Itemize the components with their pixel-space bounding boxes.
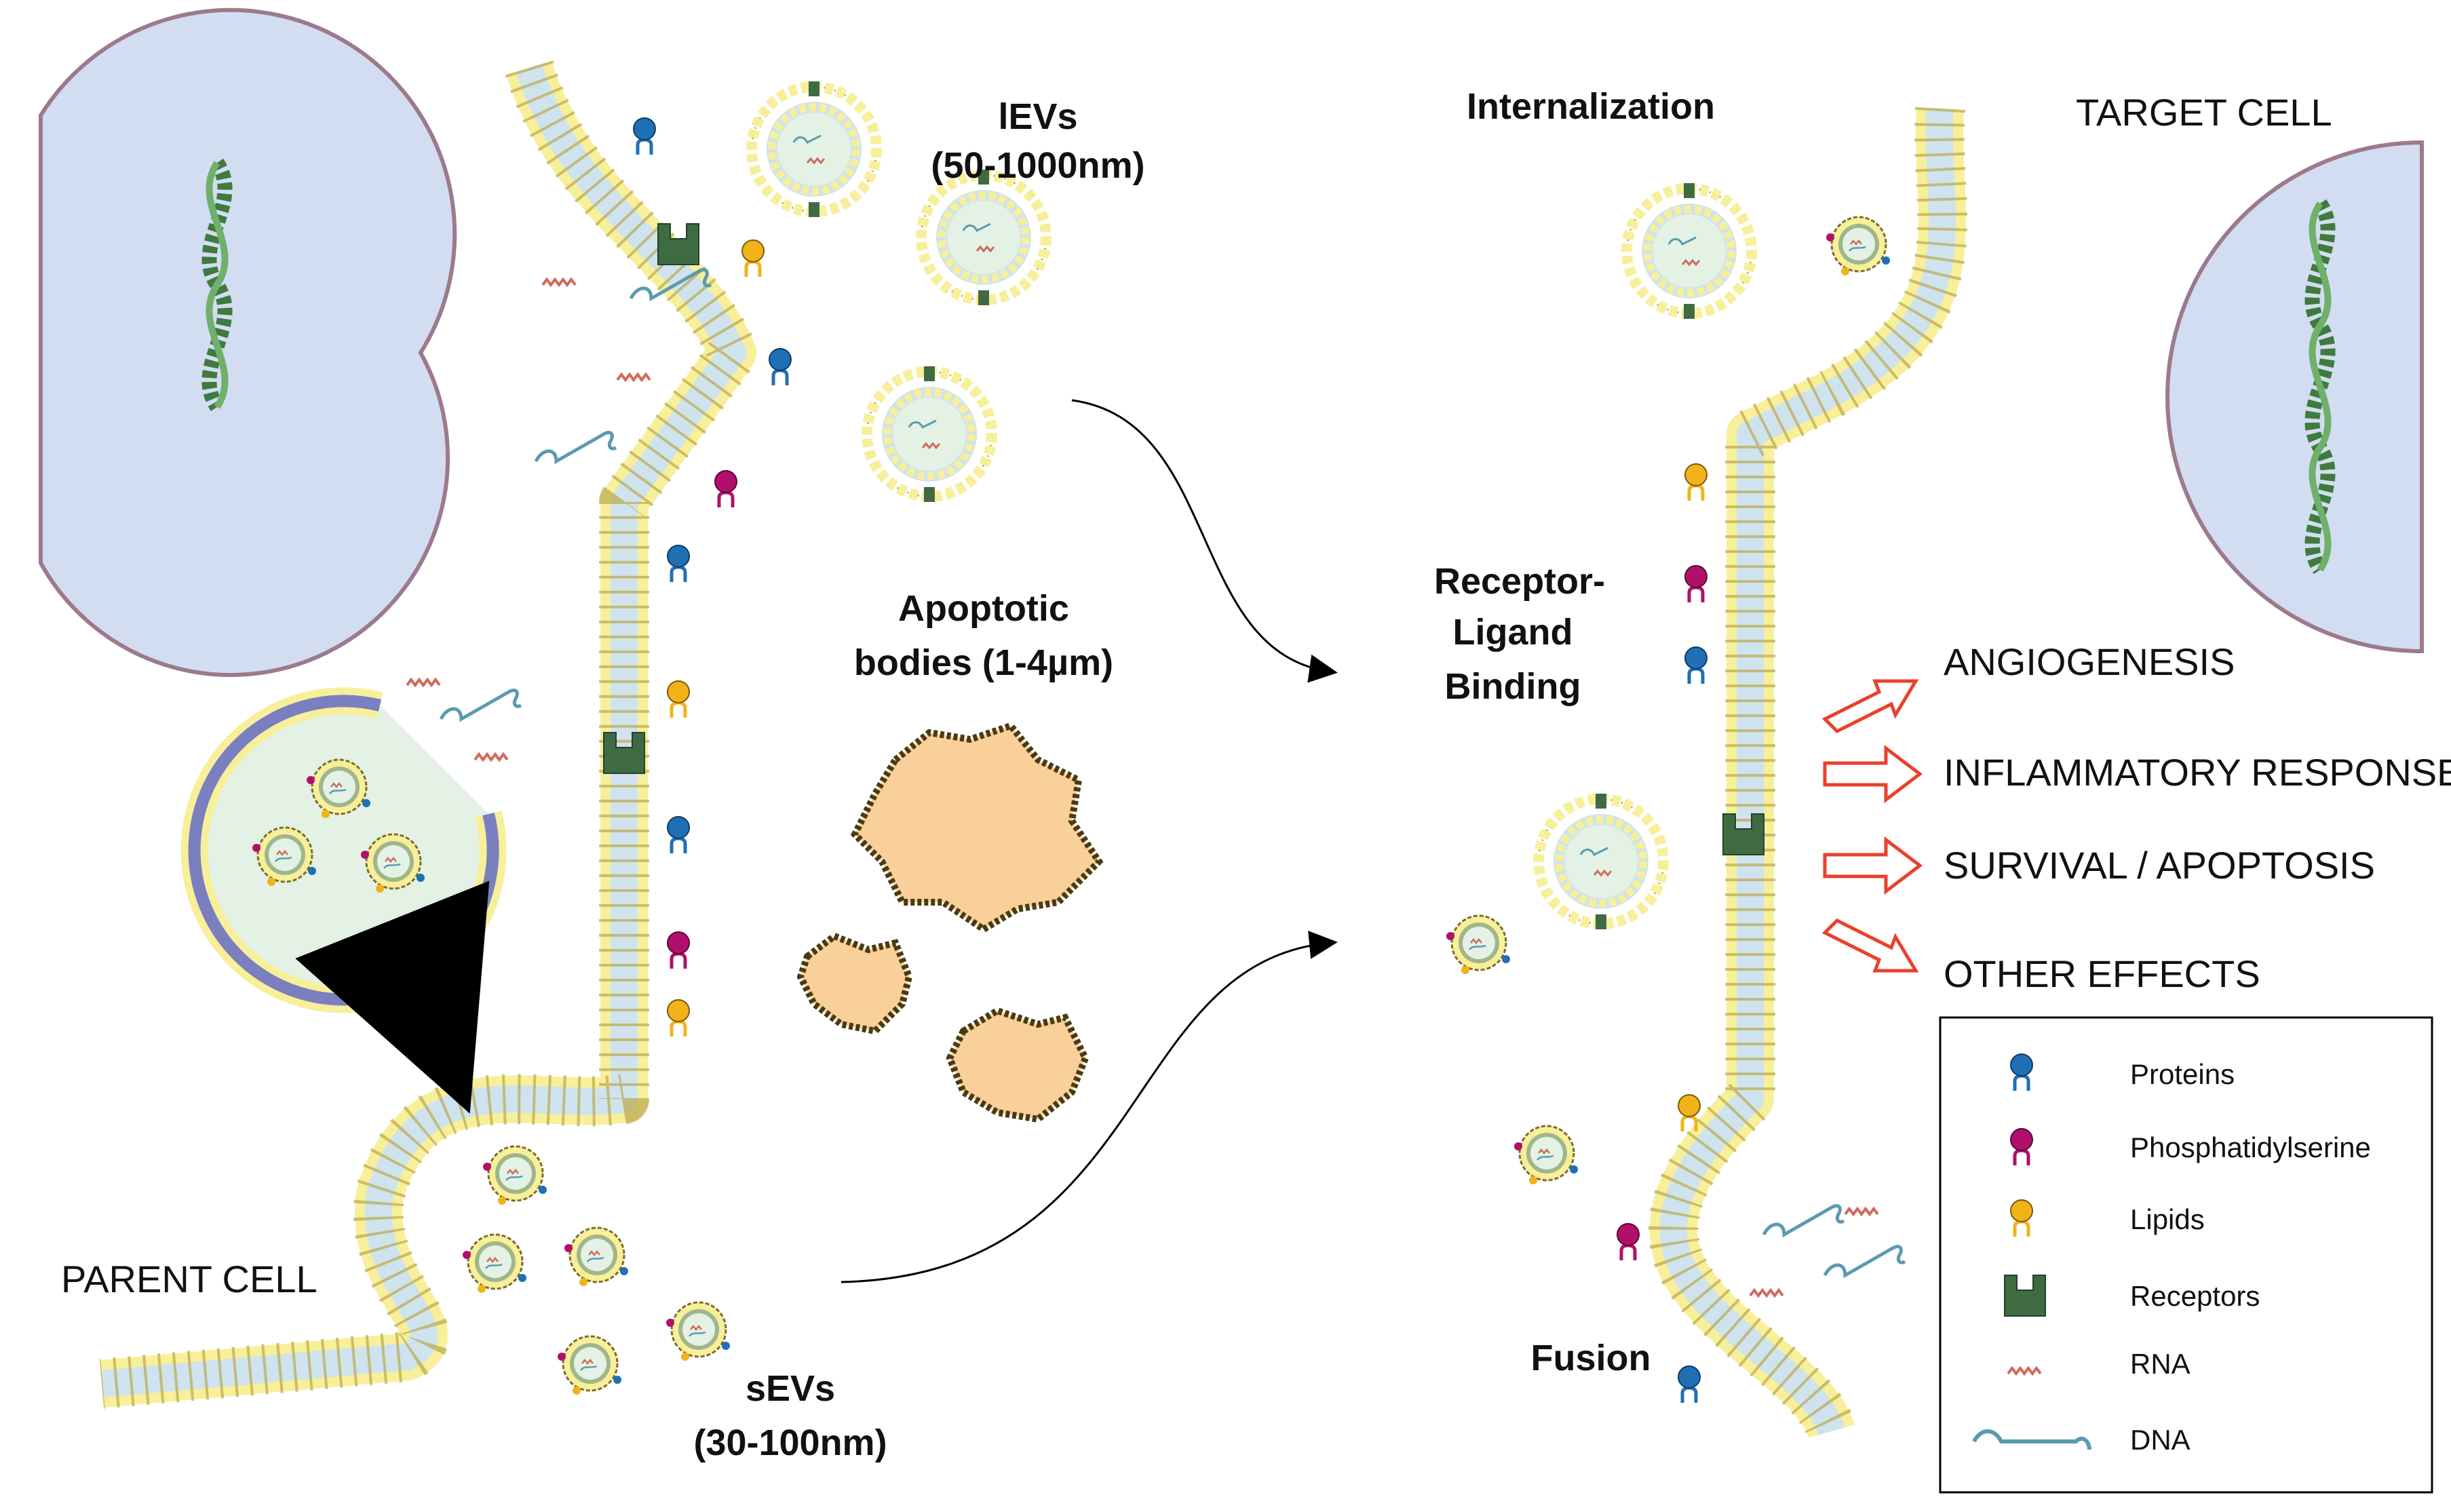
effect-inflammatory-response: INFLAMMATORY RESPONSE (1944, 751, 2451, 794)
legend-label-rna: RNA (2130, 1348, 2191, 1380)
internalization-label: Internalization (1467, 86, 1715, 127)
apoptotic-label: Apoptotic (898, 588, 1069, 629)
target-membrane (1648, 106, 1967, 1440)
legend: Proteins Phosphatidylserine Lipids Recep… (1939, 1016, 2433, 1494)
legend-label-proteins: Proteins (2130, 1058, 2235, 1090)
legend-label-phosphatidylserine: Phosphatidylserine (2130, 1131, 2371, 1163)
target-cell-label: TARGET CELL (2076, 91, 2332, 134)
large-evs (752, 81, 1046, 502)
target-free-cargo (1749, 1206, 1905, 1297)
receptor-ligand-label-2: Ligand (1453, 612, 1573, 653)
parent-cell-label: PARENT CELL (61, 1258, 317, 1300)
small-evs (461, 1145, 731, 1396)
apoptotic-bodies (796, 722, 1104, 1123)
target-nucleus (2165, 140, 2424, 654)
parent-nucleus (39, 7, 457, 678)
parent-free-cargo (406, 270, 711, 761)
legend-label-lipids: Lipids (2130, 1203, 2205, 1235)
effect-other: OTHER EFFECTS (1944, 952, 2260, 995)
sevs-label: sEVs (746, 1368, 835, 1409)
parent-membrane (99, 60, 758, 1409)
legend-label-receptors: Receptors (2130, 1280, 2260, 1312)
legend-dna-icon (1972, 1429, 2091, 1450)
sevs-size-label: (30-100nm) (693, 1422, 887, 1463)
transfer-arrows (841, 399, 1338, 1283)
effect-survival-apoptosis: SURVIVAL / APOPTOSIS (1944, 844, 2375, 887)
receptor-ligand-label-1: Receptor- (1434, 561, 1605, 602)
legend-label-dna: DNA (2130, 1424, 2191, 1456)
effect-angiogenesis: ANGIOGENESIS (1944, 640, 2235, 683)
levs-size-label: (50-1000nm) (931, 145, 1144, 186)
levs-label: lEVs (998, 96, 1077, 137)
multivesicular-body (180, 687, 507, 1114)
receptor-ligand-label-3: Binding (1445, 666, 1581, 707)
apoptotic-size-label: bodies (1-4µm) (854, 642, 1113, 683)
fusion-label: Fusion (1531, 1338, 1651, 1378)
effect-arrows (1821, 679, 1923, 973)
